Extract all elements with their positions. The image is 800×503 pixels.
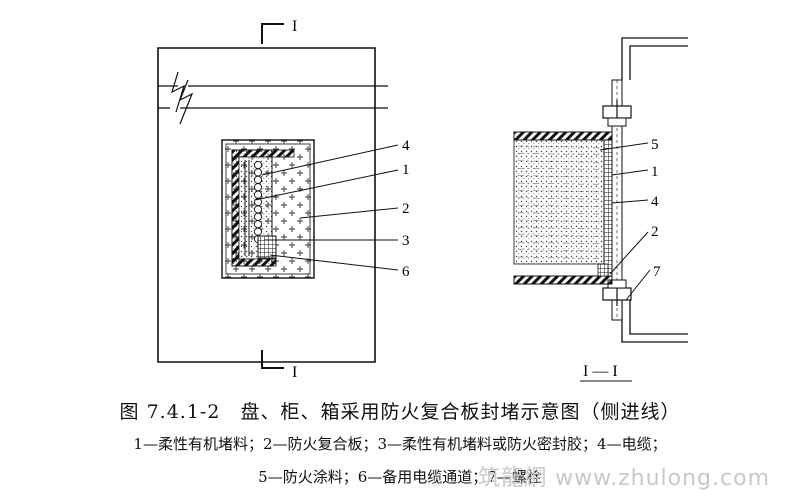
front-callout-1: 1 [402,162,410,178]
section-callout-7: 7 [653,264,661,280]
cable-circle [253,183,263,192]
diagram-canvas: I I 4 1 2 3 6 [157,18,688,382]
section-view [513,37,688,343]
front-callout-4: 4 [402,138,410,154]
spare-cable-channel [257,235,277,259]
section-label-bottom: I [292,364,297,381]
cable-circle [253,160,263,170]
legend-line-2: 5—防火涂料；6—备用电缆通道；7—螺栓 [258,468,542,486]
front-view [157,47,388,363]
figure-title: 图 7.4.1-2 盘、柜、箱采用防火复合板封堵示意图（侧进线） [119,401,681,423]
front-callout-2: 2 [402,201,410,217]
front-callout-6: 6 [402,264,410,280]
section-mark-bottom: I [261,350,297,381]
section-label-top: I [292,18,297,35]
cable-circle [253,205,263,214]
cable-column [253,160,263,244]
section-callout-1: 1 [651,164,659,180]
board-strip [603,139,613,277]
wall-bottom [513,275,613,285]
wall-top [513,131,613,141]
cable-circle [253,227,263,236]
section-callout-4: 4 [651,194,659,210]
cabinet-outline [157,47,376,363]
section-mark-top: I [261,18,297,44]
front-callout-3: 3 [402,233,410,249]
bolt-top [602,100,632,127]
cable-circle [253,212,263,221]
section-callouts: 5 1 4 2 7 [599,137,661,301]
legend-line-1: 1—柔性有机堵料；2—防火复合板；3—柔性有机堵料或防火密封胶；4—电缆； [133,435,667,453]
cable-circle [253,220,263,229]
watermark: 筑龍網 www.zhulong.com [478,466,770,491]
break-symbol [171,71,194,125]
front-callouts: 4 1 2 3 6 [254,138,410,280]
bolt-bottom [602,279,632,306]
cable-circle [253,168,263,177]
section-callout-5: 5 [651,137,659,153]
section-title: I — I [583,363,618,380]
section-callout-2: 2 [651,224,659,240]
cable-mass [513,139,607,265]
cable-circle [253,190,263,199]
cable-circle [253,175,263,184]
